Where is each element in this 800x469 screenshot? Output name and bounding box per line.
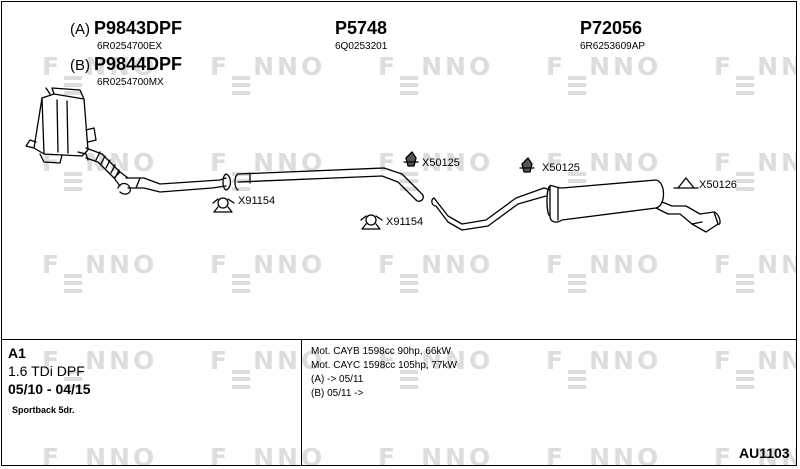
watermark: FENNO [210,443,325,465]
watermark: FENNO [714,52,796,95]
watermark: FENNO [42,148,157,191]
note-variant-a: (A) -> 05/11 [311,374,364,385]
part-number-mid: P5748 [335,18,388,38]
part-label-a[interactable]: (A)P9843DPF [70,18,182,39]
watermark: FENNO [714,443,796,465]
watermark: FENNO [546,250,661,293]
vehicle-model: A1 [8,345,26,361]
watermark: FENNO [546,148,661,191]
note-variant-b: (B) 05/11 -> [311,388,364,399]
clamp-shape-x91154-b [360,214,383,230]
part-label-rear[interactable]: P72056 [580,18,642,39]
part-prefix-a: (A) [70,21,90,38]
watermark: FENNO [546,443,661,465]
part-label-b[interactable]: (B)P9844DPF [70,54,182,75]
watermark: FENNO [42,250,157,293]
watermark: FENNO [210,148,325,191]
watermark: FENNO [42,443,157,465]
note-engine-cayc: Mot. CAYC 1598cc 105hp, 77kW [311,360,457,371]
watermark: FENNO [714,250,796,293]
part-label-mid[interactable]: P5748 [335,18,387,39]
part-number-b: P9844DPF [94,54,183,74]
hanger-label-x50125-b[interactable]: X50125 [542,162,580,174]
watermark: FENNO [42,346,157,389]
flex-pipe-shape [85,147,131,195]
watermark: FENNO [42,52,157,95]
middle-pipe-shape [234,167,424,202]
hanger-shape-x50126 [673,177,699,189]
dpf-catalyst-shape [25,87,97,164]
exhaust-line-drawing [25,87,721,233]
clamp-label-x91154-a[interactable]: X91154 [238,195,276,207]
watermark: FENNO [714,148,796,191]
watermark: FENNO [210,346,325,389]
watermark: FENNO [714,346,796,389]
oe-number-mid: 6Q0253201 [335,41,388,52]
vehicle-years: 05/10 - 04/15 [8,381,91,397]
clamp-shape-x91154-a [212,197,235,213]
part-number-a: P9843DPF [94,18,183,38]
watermark: FENNO [210,250,325,293]
diagram-code: AU1103 [739,445,790,461]
part-number-rear: P72056 [580,18,643,38]
watermark: FENNO [378,443,493,465]
vehicle-engine: 1.6 TDi DPF [8,363,85,379]
rear-pipe-shape [431,187,547,231]
watermark: FENNO [210,52,325,95]
vehicle-body: Sportback 5dr. [12,405,75,415]
oe-number-rear: 6R6253609AP [580,41,646,52]
hanger-shape-x50125-b [519,157,535,173]
part-prefix-b: (B) [70,57,90,74]
hanger-shape-x50125-a [403,151,419,167]
rear-silencer-shape [543,179,721,233]
watermark: FENNO [378,52,493,95]
oe-number-b: 6R0254700MX [97,77,164,88]
hanger-label-x50125-a[interactable]: X50125 [422,157,460,169]
watermark: FENNO [378,346,493,389]
table-divider-vertical [301,339,302,465]
note-engine-cayb: Mot. CAYB 1598cc 90hp, 66kW [311,346,451,357]
oe-number-a: 6R0254700EX [97,41,163,52]
clamp-label-x91154-b[interactable]: X91154 [386,216,424,228]
front-pipe-shape [125,173,232,193]
watermark: FENNO [546,52,661,95]
watermark: FENNO [378,250,493,293]
hanger-label-x50126[interactable]: X50126 [699,179,737,191]
watermark: FENNO [546,346,661,389]
table-divider-horizontal [2,339,796,340]
